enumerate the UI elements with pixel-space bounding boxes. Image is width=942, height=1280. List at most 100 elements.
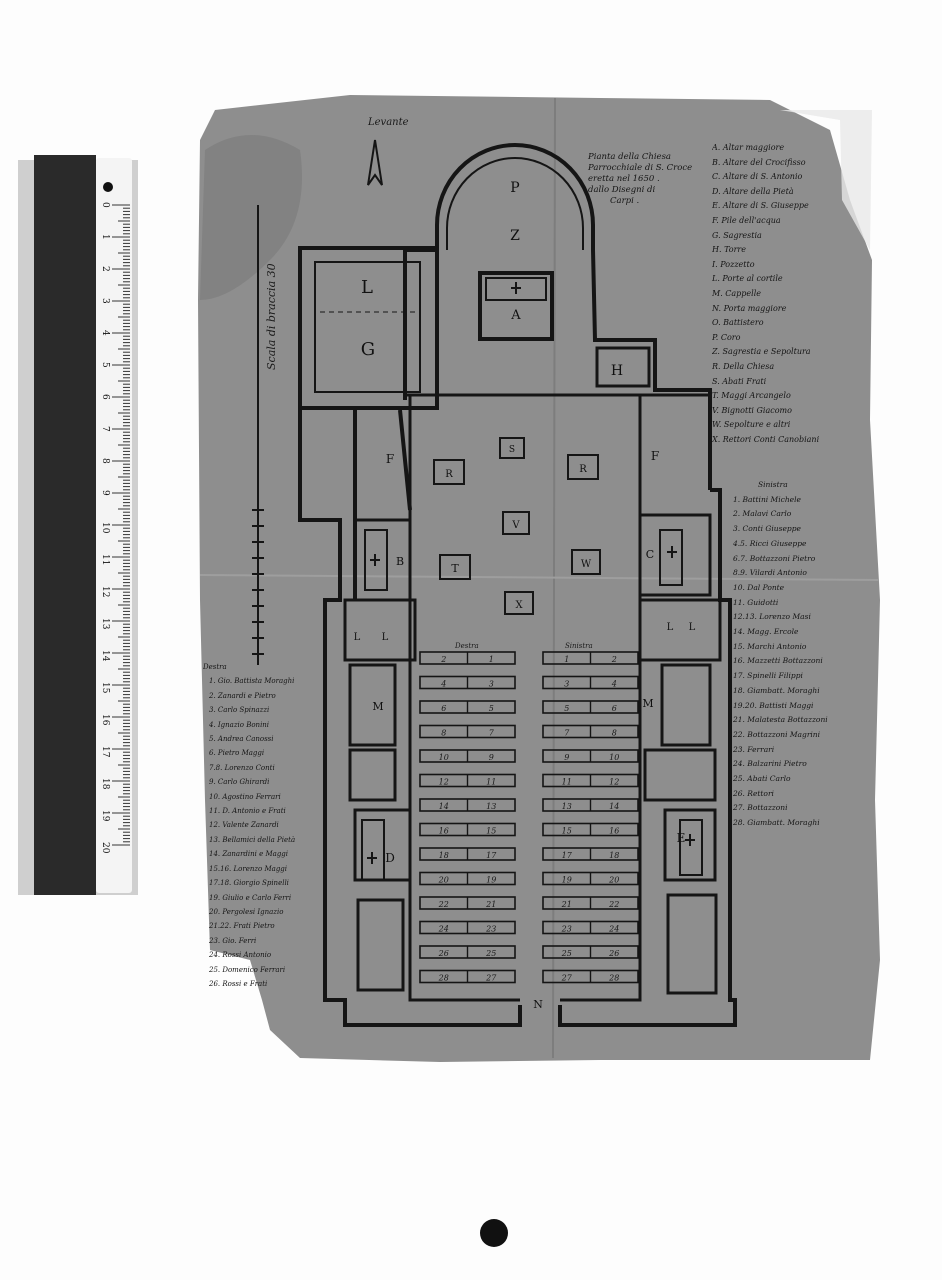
room-letter-font-left: F [386,452,394,466]
pew-number: 10 [609,753,619,762]
legend-item: W. Sepolture e altri [712,420,791,430]
pew-number: 20 [608,876,619,885]
pew-number: 25 [485,949,496,958]
room-letter-apse-z: Z [510,228,520,244]
legend-item: E. Altare di S. Giuseppe [712,201,809,211]
legend-item: 14. Magg. Ercole [733,627,799,637]
ruler-label: 5 [100,362,110,368]
title-line: Carpi . [610,196,640,206]
room-letter-m-left: M [372,700,383,713]
ruler-label: 14 [100,650,110,662]
legend-item: 24. Rossi Antonio [209,951,272,960]
title-line: Pianta della Chiesa [588,152,671,162]
ruler-label: 11 [100,554,110,565]
pew: 28 27 [419,969,516,984]
pew-number: 4 [440,680,446,689]
pew-number: 6 [441,704,446,713]
pew-number: 3 [564,680,569,689]
cross-icon [667,546,677,558]
legend-item: D. Altare della Pietà [712,186,794,196]
legend-item: 4. Ignazio Bonini [209,720,270,729]
legend-item: 25. Domenico Ferrari [209,965,286,974]
legend-item: 7.8. Lorenzo Conti [209,763,275,772]
legend-item: 25. Abati Carlo [733,774,791,784]
pew-number: 20 [438,876,449,885]
ruler-label: 20 [100,842,110,854]
pew-number: 3 [489,680,494,689]
ruler-label: 13 [100,618,110,630]
pew-number: 10 [439,753,449,762]
pew: 24 23 [419,920,516,935]
room-letter-tomb-s: S [509,445,515,455]
pew-number: 17 [562,851,573,860]
pew-number: 7 [564,729,570,738]
pew-number: 12 [439,778,449,787]
pew: 25 26 [542,945,639,959]
legend-item: 23. Ferrari [733,744,775,754]
cross-icon [367,852,377,864]
north-arrow: Levante [367,117,409,186]
legend-item: O. Battistero [712,318,764,328]
legend-item: 4.5. Ricci Giuseppe [733,538,807,548]
legend-item: 17.18. Giorgio Spinelli [209,879,289,888]
room-letter-l-right-1: L [667,622,674,633]
ruler-label: 0 [100,202,110,208]
ruler-label: 8 [100,458,110,464]
legend-item: 12. Valente Zanardi [209,821,279,830]
legend-item: 10. Dal Ponte [733,582,785,592]
pew-number: 19 [562,876,572,885]
pew-number: 23 [485,925,496,934]
pew-number: 8 [612,729,617,738]
pew-number: 28 [438,974,449,983]
legend-item: 6.7. Bottazzoni Pietro [733,553,816,563]
pew-number: 26 [608,949,619,958]
pew-number: 24 [608,925,619,934]
room-letter-tomb-x: X [515,600,523,611]
room-letter-room-g: G [361,339,375,360]
ruler-label: 4 [100,330,110,336]
pew-number: 27 [485,974,497,983]
legend-item: T. Maggi Arcangelo [712,391,791,401]
pew-number: 19 [486,876,496,885]
plan-title: Pianta della Chiesa Parrocchiale di S. C… [588,152,698,207]
legend-item: R. Della Chiesa [712,361,775,371]
pew-number: 16 [609,827,619,836]
legend-item: 8.9. Vilardi Antonio [733,568,807,578]
legend-item: 11. D. Antonio e Frati [209,807,286,816]
pew-number: 15 [486,827,496,836]
legend-item: 9. Carlo Ghirardi [209,778,270,787]
room-letter-apse-p: P [510,180,519,196]
legend-item: 12.13. Lorenzo Masi [733,612,811,622]
cross-icon [370,554,380,566]
pew-number: 9 [489,753,494,762]
legend-item: 10. Agostino Ferrari [209,792,281,801]
legend-item: 26. Rossi e Frati [209,979,268,988]
pew-number: 14 [609,802,619,811]
pew-number: 18 [609,851,619,860]
legend-item: 21.22. Frati Pietro [209,922,275,931]
room-letter-chapel-e: E [677,831,686,845]
legend-item: B. Altare del Crocifisso [712,157,806,167]
pew-number: 25 [561,949,572,958]
pew-number: 15 [562,827,572,836]
legend-item: 1. Gio. Battista Moraghi [209,677,295,686]
pew-number: 24 [438,925,449,934]
